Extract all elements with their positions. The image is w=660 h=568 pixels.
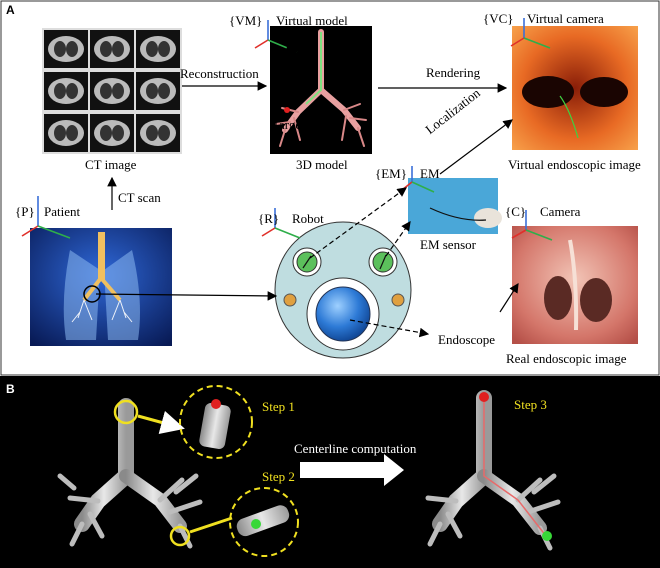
axes-vm bbox=[254, 20, 299, 54]
axes-c bbox=[511, 210, 553, 241]
reconstruction-label: Reconstruction bbox=[180, 66, 259, 81]
ct-scan-label: CT scan bbox=[118, 190, 161, 205]
model-3d-label: 3D model bbox=[296, 157, 348, 172]
rendering-label: Rendering bbox=[426, 65, 481, 80]
frame-vm: {VM} bbox=[229, 13, 263, 28]
virtual-model-label: Virtual model bbox=[276, 13, 348, 28]
frame-em: {EM} bbox=[375, 166, 407, 181]
virtual-endoscopic-image bbox=[512, 26, 638, 150]
airway-tree-right bbox=[425, 390, 561, 551]
ct-image-grid bbox=[42, 28, 182, 154]
step3-label: Step 3 bbox=[514, 397, 547, 412]
robot-label: Robot bbox=[292, 211, 324, 226]
endoscope-label: Endoscope bbox=[438, 332, 496, 347]
em-label: EM bbox=[420, 166, 440, 181]
patient-image bbox=[30, 228, 172, 346]
step1-zoom bbox=[179, 385, 253, 459]
frame-p: {P} bbox=[15, 204, 35, 219]
target-label: Target bbox=[272, 117, 305, 132]
real-endoscopic-label: Real endoscopic image bbox=[506, 351, 627, 366]
camera-label: Camera bbox=[540, 204, 581, 219]
panel-letter-b: B bbox=[6, 382, 15, 396]
airway-tree-left bbox=[57, 398, 203, 549]
em-sensor-label: EM sensor bbox=[420, 237, 476, 252]
virtual-endoscopic-label: Virtual endoscopic image bbox=[508, 157, 641, 172]
centerline-arrow bbox=[300, 454, 404, 486]
centerline-label: Centerline computation bbox=[294, 441, 417, 456]
panel-b-graphics bbox=[57, 385, 561, 557]
axes-r bbox=[261, 208, 301, 239]
frame-c: {C} bbox=[505, 204, 527, 219]
robot-diagram bbox=[274, 221, 412, 359]
step2-label: Step 2 bbox=[262, 469, 295, 484]
virtual-camera-label: Virtual camera bbox=[527, 11, 604, 26]
arrows-panel-a bbox=[95, 81, 519, 338]
axes-vc bbox=[510, 18, 551, 49]
frame-vc: {VC} bbox=[483, 11, 514, 26]
step1-label: Step 1 bbox=[262, 399, 295, 414]
airway-3d-model bbox=[270, 26, 372, 154]
path-label: Path bbox=[338, 51, 362, 66]
real-endoscopic-image bbox=[512, 226, 638, 344]
frame-r: {R} bbox=[258, 211, 280, 226]
panel-letter-a: A bbox=[6, 3, 15, 17]
panel-b: B Step 1 Step 2 Step 3 Centerline comput… bbox=[0, 376, 660, 568]
step2-zoom bbox=[229, 487, 299, 557]
ct-image-label: CT image bbox=[85, 157, 137, 172]
axes-p bbox=[21, 196, 71, 239]
patient-label: Patient bbox=[44, 204, 81, 219]
